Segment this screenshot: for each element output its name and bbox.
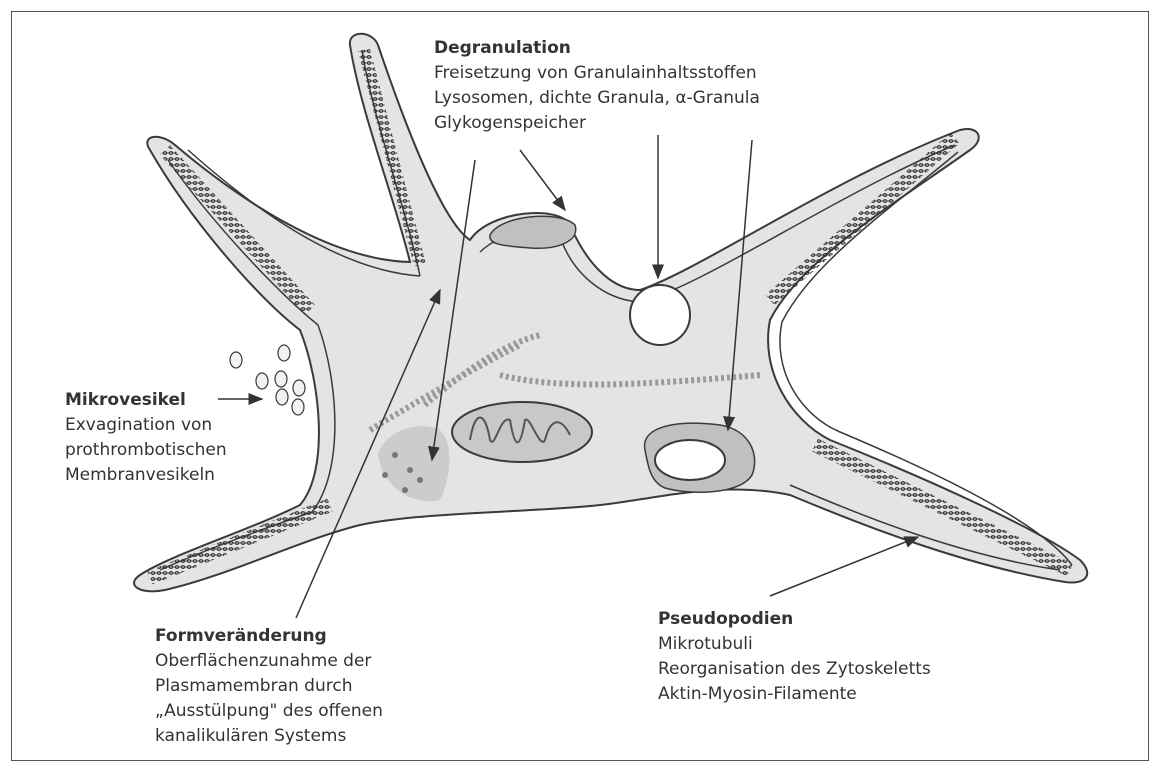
label-mikrovesikel-line-1: Exvagination von <box>65 413 227 438</box>
label-formveraenderung-line-4: kanalikulären Systems <box>155 724 383 749</box>
microvesicle <box>292 399 304 415</box>
microvesicle <box>256 373 268 389</box>
label-formveraenderung-line-3: „Ausstülpung" des offenen <box>155 699 383 724</box>
microvesicle <box>278 345 290 361</box>
label-mikrovesikel-line-2: prothrombotischen <box>65 438 227 463</box>
arrow-pseudopodien <box>770 537 918 596</box>
microvesicle <box>293 380 305 396</box>
label-formveraenderung-line-2: Plasmamembran durch <box>155 674 383 699</box>
label-degranulation-line-2: Lysosomen, dichte Granula, α-Granula <box>434 86 760 111</box>
label-formveraenderung-line-1: Oberflächenzunahme der <box>155 649 383 674</box>
dense-granule-dot <box>417 477 423 483</box>
label-degranulation-line-3: Glykogenspeicher <box>434 111 760 136</box>
label-degranulation: Degranulation Freisetzung von Granulainh… <box>434 36 760 136</box>
dense-granule-dot <box>407 467 413 473</box>
label-pseudopodien-line-2: Reorganisation des Zytoskeletts <box>658 657 931 682</box>
microvesicle <box>275 371 287 387</box>
granule-vacuole <box>655 440 725 480</box>
dense-granule-dot <box>382 472 388 478</box>
dense-granule-dot <box>402 487 408 493</box>
label-formveraenderung: Formveränderung Oberflächenzunahme der P… <box>155 624 383 749</box>
label-pseudopodien-title: Pseudopodien <box>658 607 931 632</box>
label-pseudopodien-line-3: Aktin-Myosin-Filamente <box>658 682 931 707</box>
label-formveraenderung-title: Formveränderung <box>155 624 383 649</box>
arrow-degranulation-to-bulge <box>520 150 565 210</box>
label-pseudopodien-line-1: Mikrotubuli <box>658 632 931 657</box>
label-mikrovesikel-line-3: Membranvesikeln <box>65 463 227 488</box>
label-pseudopodien: Pseudopodien Mikrotubuli Reorganisation … <box>658 607 931 707</box>
microvesicle <box>230 352 242 368</box>
label-mikrovesikel-title: Mikrovesikel <box>65 388 227 413</box>
granule-open <box>630 285 690 345</box>
label-mikrovesikel: Mikrovesikel Exvagination von prothrombo… <box>65 388 227 488</box>
label-degranulation-title: Degranulation <box>434 36 760 61</box>
label-degranulation-line-1: Freisetzung von Granulainhaltsstoffen <box>434 61 760 86</box>
dense-granule-dot <box>392 452 398 458</box>
microvesicle <box>276 389 288 405</box>
